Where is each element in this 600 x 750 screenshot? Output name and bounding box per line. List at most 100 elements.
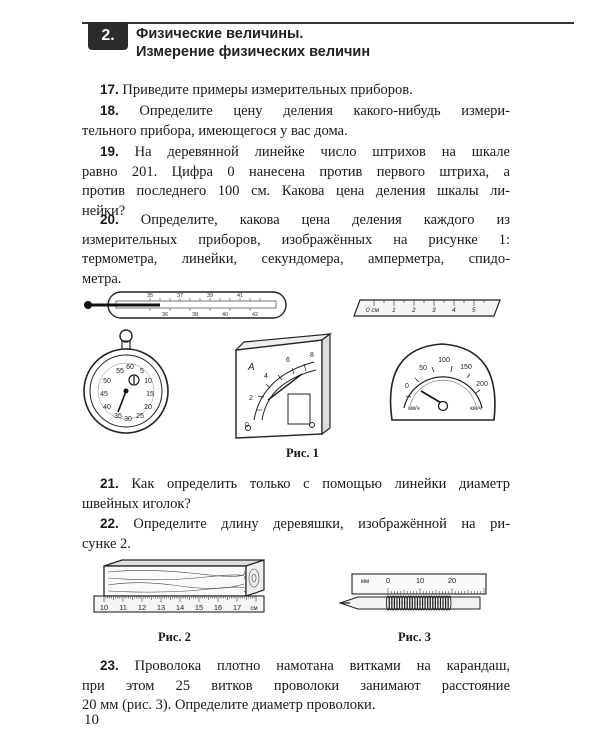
speedometer-units-left: км/ч xyxy=(408,406,420,412)
problem-text-line: Определите цену деления какого-нибудь из… xyxy=(139,103,511,119)
ammeter-label: 6 xyxy=(286,357,290,364)
thermo-label: 36 xyxy=(162,312,168,318)
problem-text-line: при этом 25 витков проволоки занимают ра… xyxy=(82,677,510,694)
stopwatch-label: 50 xyxy=(103,378,111,385)
thermo-label: 42 xyxy=(252,312,258,318)
problem-text-line: равно 201. Цифра 0 нанесена против перво… xyxy=(82,163,510,180)
problem-21: 21. Как определить только с помощью лине… xyxy=(82,474,510,514)
problem-number: 22. xyxy=(100,516,119,531)
figure-2-caption: Рис. 2 xyxy=(158,630,191,644)
section-title-line-1: Физические величины. xyxy=(136,26,304,42)
problem-text-line: метра. xyxy=(82,270,122,287)
problem-text-line: На деревянной линейке число штрихов на ш… xyxy=(134,144,510,160)
section-title-line-2: Измерение физических величин xyxy=(136,44,371,60)
pencil-with-wire: мм 0 10 20 xyxy=(338,573,487,611)
figure-1-caption: Рис. 1 xyxy=(286,446,319,460)
problem-number: 20. xyxy=(100,212,119,227)
problem-text-line: против последнего 100 см. Какова цена де… xyxy=(82,183,510,199)
fig2-ruler-label: 13 xyxy=(157,603,165,612)
wooden-block xyxy=(103,559,265,597)
speedometer-label: 100 xyxy=(438,357,450,364)
stopwatch-label: 45 xyxy=(100,391,108,398)
ruler-label: 0 см xyxy=(366,307,380,314)
ruler-label: 2 xyxy=(411,307,416,314)
fig2-ruler-label: 14 xyxy=(176,603,184,612)
speedometer: 0 50 100 150 200 км/ч км/ч xyxy=(389,343,496,421)
header-rule xyxy=(82,22,574,24)
problem-22: 22. Определите длину деревяшки, изображё… xyxy=(82,514,510,554)
stopwatch-label: 20 xyxy=(144,404,152,411)
problem-20: 20. Определите, какова цена деления кажд… xyxy=(82,210,510,289)
ammeter-label: 8 xyxy=(310,352,314,359)
stopwatch-label: 5 xyxy=(140,368,144,375)
fig3-ruler-label: 20 xyxy=(448,576,456,585)
ruler-label: 5 xyxy=(472,307,476,314)
ruler-label: 3 xyxy=(432,307,436,314)
problem-number: 21. xyxy=(100,476,119,491)
problem-text-line: Определите длину деревяшки, изображённой… xyxy=(133,516,510,532)
stopwatch-label: 25 xyxy=(136,413,144,420)
thermo-label: 37 xyxy=(177,293,183,299)
stopwatch: 55 60 5 50 10 45 15 40 20 35 30 25 xyxy=(83,329,169,434)
problem-text-line: швейных иголок? xyxy=(82,495,191,512)
problem-text-line: нейки? xyxy=(82,202,126,219)
problem-number: 23. xyxy=(100,658,119,673)
problem-18: 18. Определите цену деления какого-нибуд… xyxy=(82,101,510,141)
figure-3-caption: Рис. 3 xyxy=(398,630,431,644)
problem-number: 19. xyxy=(100,144,119,159)
problem-text-line: термометра, линейки, секундомера, амперм… xyxy=(82,251,510,267)
section-number: 2. xyxy=(88,22,128,50)
speedometer-units-right: км/ч xyxy=(470,406,482,412)
problem-number: 18. xyxy=(100,103,119,118)
fig2-ruler: 10 11 12 13 14 15 16 17 см xyxy=(93,595,265,613)
stopwatch-label: 55 xyxy=(116,368,124,375)
stopwatch-label: 60 xyxy=(126,364,134,371)
problem-text-line: Проволока плотно намотана витками на кар… xyxy=(134,658,510,674)
problem-text-line: измерительных приборов, изображённых на … xyxy=(82,231,510,248)
ammeter-letter: A xyxy=(247,362,255,373)
fig2-ruler-label: 12 xyxy=(138,603,146,612)
problem-text-line: 20 мм (рис. 3). Определите диаметр прово… xyxy=(82,697,376,713)
problem-17: 17. Приведите примеры измерительных приб… xyxy=(82,80,510,101)
page-number: 10 xyxy=(84,712,99,728)
ammeter: A 0 2 4 6 8 xyxy=(234,332,333,439)
speedometer-label: 150 xyxy=(460,364,472,371)
fig2-ruler-label: 17 xyxy=(233,603,241,612)
fig2-ruler-label: 16 xyxy=(214,603,222,612)
stopwatch-label: 10 xyxy=(144,378,152,385)
ammeter-label: 2 xyxy=(249,395,253,402)
ruler-label: 4 xyxy=(452,307,456,314)
fig3-ruler-label: 0 xyxy=(386,576,390,585)
thermo-label: 38 xyxy=(192,312,198,318)
ammeter-label: 4 xyxy=(264,373,268,380)
thermo-label: 41 xyxy=(237,293,243,299)
fig3-ruler-unit: мм xyxy=(361,579,369,585)
problem-text-line: Как определить только с помощью линейки … xyxy=(131,476,510,492)
stopwatch-label: 40 xyxy=(103,404,111,411)
problem-text-line: тельного прибора, имеющегося у вас дома. xyxy=(82,122,348,139)
problem-23: 23. Проволока плотно намотана витками на… xyxy=(82,656,510,716)
fig2-ruler-unit: см xyxy=(250,606,257,612)
stopwatch-label: 15 xyxy=(146,391,154,398)
speedometer-label: 200 xyxy=(476,381,488,388)
speedometer-label: 50 xyxy=(419,365,427,372)
fig2-ruler-label: 11 xyxy=(119,603,127,612)
wire-coil xyxy=(447,595,452,611)
stopwatch-label: 30 xyxy=(124,416,132,423)
problem-text-line: сунке 2. xyxy=(82,535,131,552)
thermo-label: 39 xyxy=(207,293,213,299)
thermo-label: 35 xyxy=(147,293,153,299)
fig2-ruler-label: 15 xyxy=(195,603,203,612)
problem-19: 19. На деревянной линейке число штрихов … xyxy=(82,142,510,221)
fig2-ruler-label: 10 xyxy=(100,603,108,612)
problem-text-line: Приведите примеры измерительных приборов… xyxy=(122,82,413,98)
problem-text-line: Определите, какова цена деления каждого … xyxy=(140,212,510,228)
speedometer-label: 0 xyxy=(405,383,409,390)
thermo-label: 40 xyxy=(222,312,228,318)
thermometer: 35 37 39 41 36 38 40 42 xyxy=(84,291,287,319)
problem-number: 17. xyxy=(100,82,119,97)
section-title: Физические величины. Измерение физически… xyxy=(136,25,556,61)
small-ruler: 0 см 1 2 3 4 5 xyxy=(353,299,501,317)
